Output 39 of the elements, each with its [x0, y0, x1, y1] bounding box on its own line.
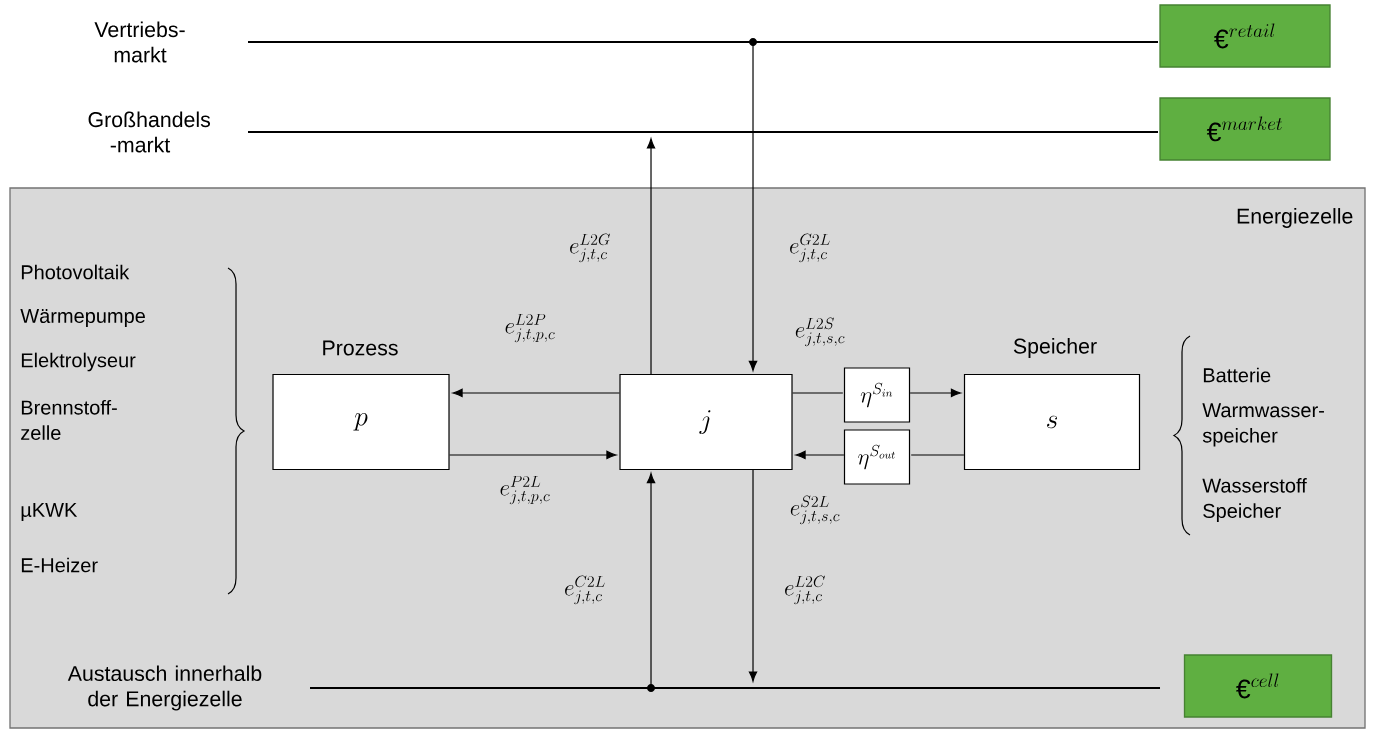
- bus-label: Vertriebs- markt: [94, 21, 185, 63]
- list-item: Wasserstoff Speicher: [1202, 478, 1307, 522]
- arrow: [909, 388, 962, 398]
- edge-label: $e^{L2P}_{j,t,p,c}$: [505, 313, 555, 343]
- edge-label: $e^{L2C}_{j,t,c}$: [785, 575, 825, 605]
- bus-label: Austausch innerhalb der Energiezelle: [67, 665, 262, 711]
- bus-label: Großhandels -markt: [88, 111, 211, 153]
- list-item: Photovoltaik: [21, 264, 130, 280]
- list-item: Warmwasser- speicher: [1202, 403, 1324, 447]
- arrow: [748, 42, 758, 372]
- edge-label: $e^{S2L}_{j,t,s,c}$: [790, 495, 840, 525]
- process-box: $s$: [963, 373, 1141, 471]
- edge-label: $e^{L2G}_{j,t,c}$: [570, 233, 610, 263]
- price-box: $\text{€}^{market}$: [1159, 97, 1331, 161]
- node-box: $j$: [619, 373, 793, 471]
- list-item: Batterie: [1203, 367, 1271, 383]
- box-heading: Speicher: [1013, 338, 1097, 358]
- list-item: Elektrolyseur: [21, 352, 136, 372]
- panel-heading: Energiezelle: [1237, 208, 1353, 228]
- list-item: Wärmepumpe: [20, 309, 145, 327]
- efficiency-box: $\eta^{S_{out}}$: [843, 429, 911, 485]
- list-item: µKWK: [21, 503, 78, 521]
- edge-label: $e^{C2L}_{j,t,c}$: [565, 575, 605, 605]
- price-box: $\text{€}^{retail}$: [1159, 4, 1331, 68]
- edge-label: $e^{G2L}_{j,t,c}$: [790, 233, 830, 263]
- process-box: $p$: [272, 373, 450, 471]
- arrow: [449, 450, 617, 460]
- list-item: Brennstoff- zelle: [21, 400, 117, 440]
- list-item: E-Heizer: [21, 557, 98, 573]
- arrow: [452, 388, 620, 398]
- box-heading: Prozess: [323, 340, 398, 356]
- arrow: [646, 472, 656, 688]
- edge-label: $e^{P2L}_{j,t,p,c}$: [500, 475, 550, 505]
- efficiency-box: $\eta^{S_{in}}$: [843, 367, 911, 423]
- edge-label: $e^{L2S}_{j,t,s,c}$: [795, 317, 845, 347]
- arrow: [646, 138, 656, 375]
- price-box: $\text{€}^{cell}$: [1183, 654, 1333, 718]
- arrow: [748, 469, 758, 682]
- arrow: [795, 450, 845, 460]
